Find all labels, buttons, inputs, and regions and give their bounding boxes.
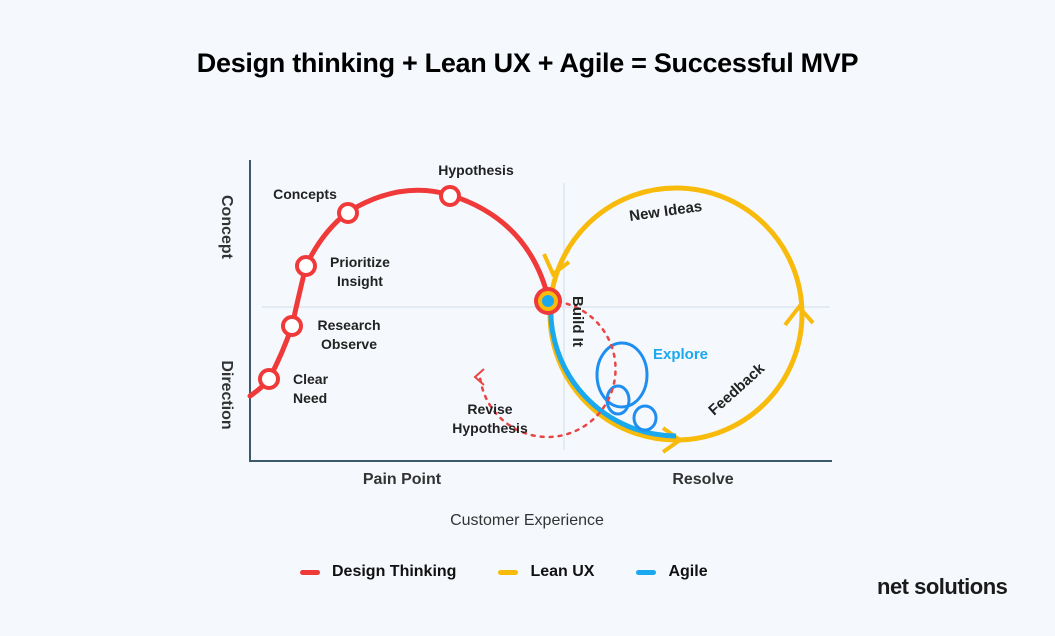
revise-label-2: Hypothesis (452, 420, 528, 436)
x-axis-title: Customer Experience (450, 512, 604, 529)
brand-logo: net solutions (877, 574, 1008, 599)
step-label-need: Need (293, 390, 327, 406)
page-title: Design thinking + Lean UX + Agile = Succ… (196, 48, 859, 78)
step-node-research (281, 315, 303, 337)
agile-path (548, 301, 677, 439)
revise-label-1: Revise (467, 401, 512, 417)
legend-label: Lean UX (530, 563, 595, 580)
revise-hypothesis-loop (478, 299, 617, 439)
legend-label: Agile (668, 563, 708, 580)
design-thinking-path (247, 187, 552, 399)
step-label-clear: Clear (293, 371, 329, 387)
new-ideas-label-part: New Ideas (628, 198, 703, 225)
y-axis-label-bottom: Direction (218, 360, 235, 429)
step-label-research: Research (317, 317, 380, 333)
explore-loop-small (632, 404, 658, 432)
y-axis-label-top: Concept (218, 195, 235, 260)
explore-loop-large (595, 341, 649, 409)
legend-label: Design Thinking (332, 563, 457, 580)
explore-loop-medium (605, 384, 631, 416)
step-label-concepts: Concepts (273, 186, 337, 202)
junction-node-core (542, 295, 554, 307)
step-label-observe: Observe (321, 336, 377, 352)
lean-ux-arrow-icon (542, 253, 571, 278)
legend-swatch-blue (636, 569, 657, 575)
step-node-hypothesis (439, 185, 461, 207)
x-axis-label-left: Pain Point (363, 471, 442, 488)
step-node-concepts (337, 202, 359, 224)
x-axis-label-right: Resolve (672, 471, 733, 488)
step-label-hypothesis: Hypothesis (438, 162, 514, 178)
build-it-label: Build It (569, 296, 586, 347)
step-label-prioritize: Prioritize (330, 254, 390, 270)
legend-item-lean-ux: Lean UX (498, 563, 594, 581)
revise-arrow-icon (473, 368, 485, 386)
step-node-prioritize (295, 255, 317, 277)
explore-label: Explore (653, 346, 708, 363)
legend-item-agile: Agile (636, 563, 708, 581)
legend-swatch-red (300, 569, 320, 575)
legend-swatch-yellow (498, 569, 519, 575)
legend: Design Thinking Lean UX Agile (300, 563, 750, 581)
lean-ux-arrow-icon (783, 303, 815, 327)
lean-ux-arrow-icon (661, 426, 684, 454)
step-node-clear-need (258, 368, 280, 390)
legend-item-design-thinking: Design Thinking (300, 563, 456, 581)
step-label-insight: Insight (337, 273, 383, 289)
